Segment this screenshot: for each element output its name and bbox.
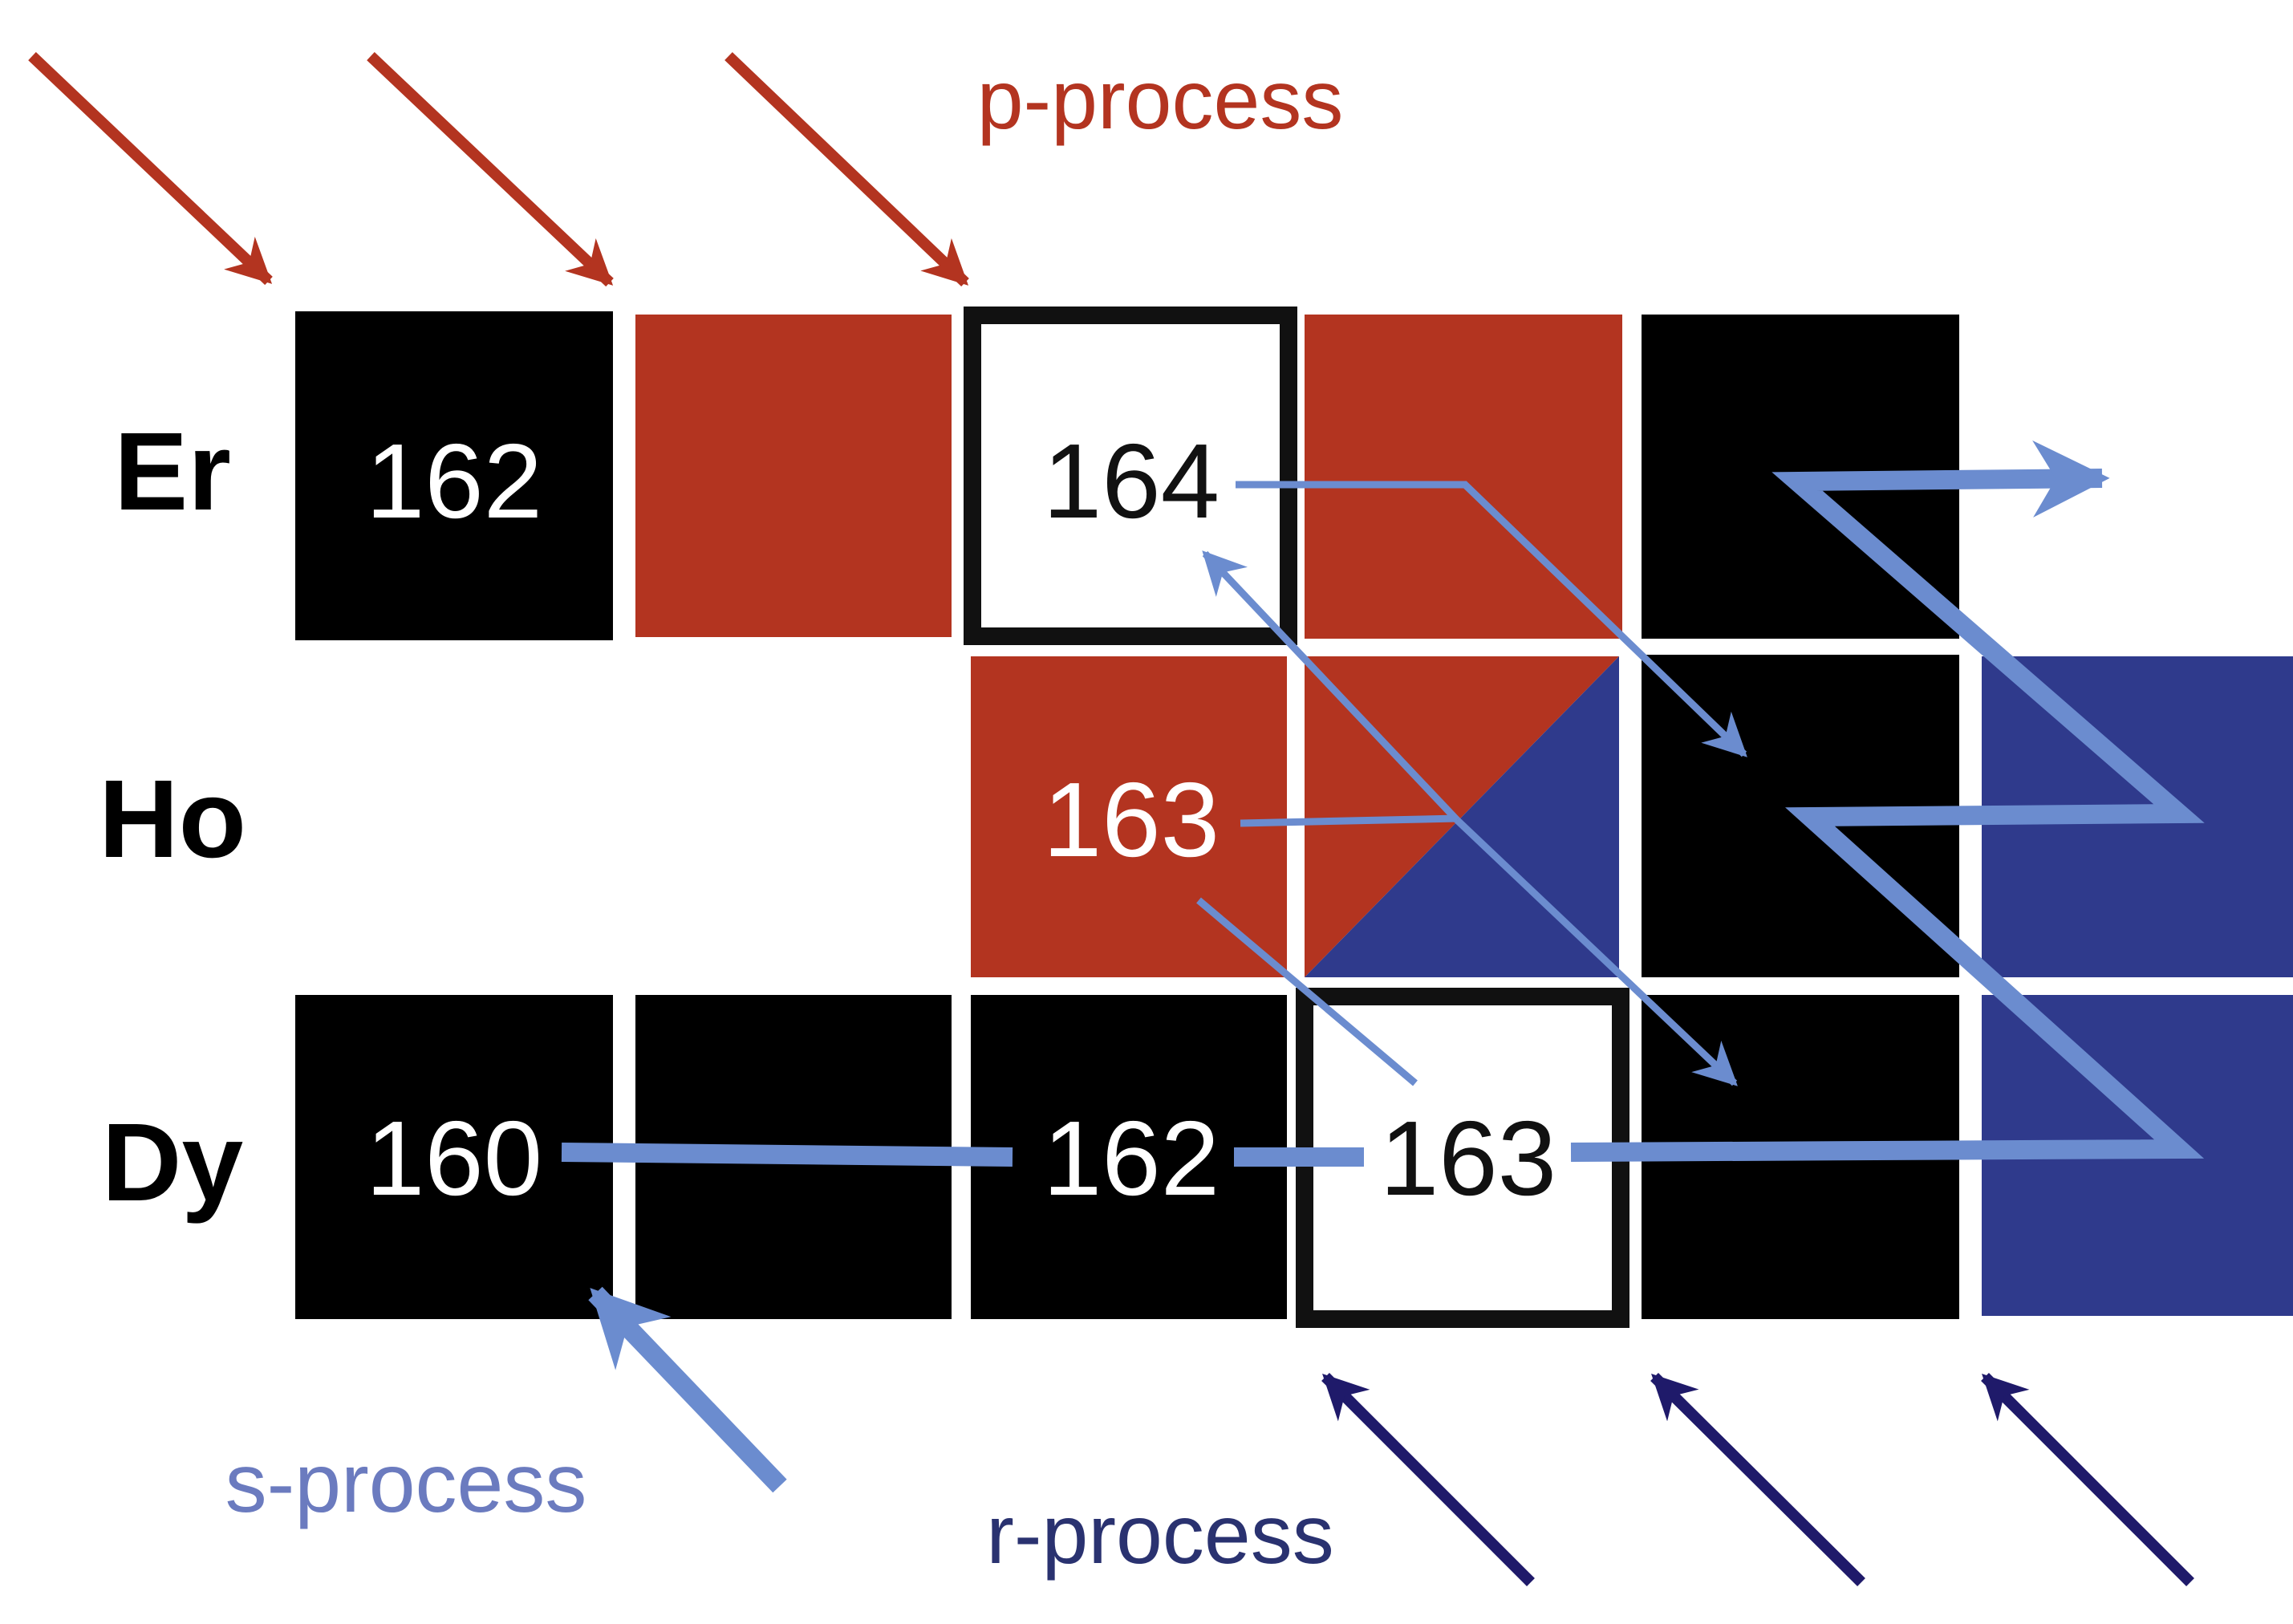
p-process-arrow-3: [724, 51, 969, 287]
branch-ho163-decay-dy163: [1196, 897, 1418, 1086]
p-process-arrow-1: [28, 51, 273, 286]
isotope-dy-160: 160: [366, 1099, 542, 1217]
r-process-label: r-process: [986, 1488, 1333, 1581]
branch-er164-to-ho165: [1236, 481, 1747, 757]
isotope-ho-163: 163: [1043, 761, 1220, 879]
dy-160-cell: [295, 995, 613, 1319]
branch-ho164-to-dy164: [1454, 817, 1738, 1086]
r-process-arrow-1: [1321, 1373, 1535, 1586]
isotope-er-164: 164: [1043, 422, 1220, 540]
r-process-arrow-3: [1981, 1373, 2194, 1586]
isotope-dy-162: 162: [1043, 1099, 1220, 1217]
ho-163-cell: [971, 656, 1287, 977]
er-162-cell: [295, 311, 613, 640]
s-process-label: s-process: [225, 1437, 587, 1530]
isotope-dy-163: 163: [1380, 1099, 1556, 1217]
p-process-arrow-2: [367, 51, 614, 287]
r-process-arrow-2: [1650, 1373, 1865, 1586]
branch-ho163-to-ho164: [1240, 814, 1458, 827]
element-label-dy: Dy: [102, 1101, 244, 1224]
s-path-main-zigzag: [1570, 440, 2205, 1162]
er-163-cell: [635, 315, 952, 637]
s-process-input-arrow: [588, 1286, 787, 1493]
branch-ho163-to-er164: [1202, 550, 1460, 823]
element-label-ho: Ho: [99, 757, 246, 881]
element-label-er: Er: [114, 410, 231, 534]
isotope-er-162: 162: [366, 422, 542, 540]
p-process-label: p-process: [977, 54, 1344, 147]
s-path-dy160-dy162: [561, 1143, 1013, 1167]
